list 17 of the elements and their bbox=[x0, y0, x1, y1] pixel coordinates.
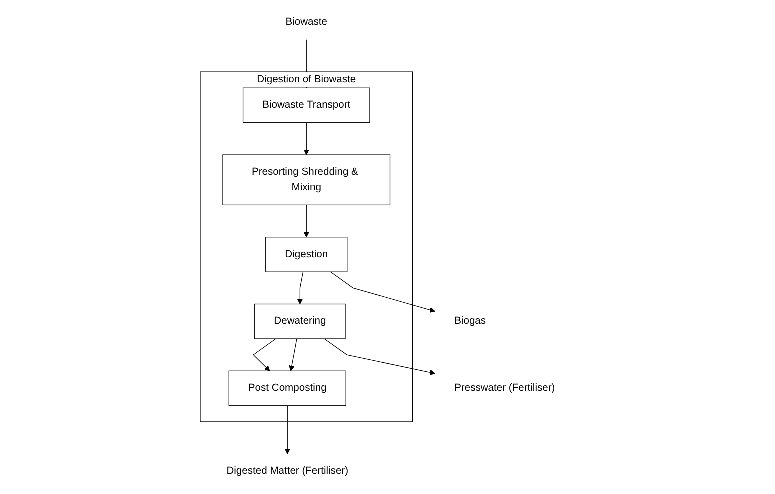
node-box: Dewatering bbox=[254, 304, 346, 340]
node-text: Presswater (Fertiliser) bbox=[454, 382, 556, 394]
arrow bbox=[297, 272, 304, 304]
node-box: Presorting Shredding & Mixing bbox=[222, 154, 391, 206]
node-text: Digested Matter (Fertiliser) bbox=[226, 466, 349, 477]
arrow bbox=[330, 272, 436, 313]
arrow bbox=[304, 204, 310, 238]
node-box: Biowaste Transport bbox=[242, 88, 370, 124]
node-text: Biowaste bbox=[286, 16, 328, 28]
node-box: Digestion bbox=[266, 237, 348, 272]
arrow bbox=[304, 122, 310, 156]
arrow bbox=[284, 406, 290, 454]
node-text: Biogas bbox=[454, 316, 486, 327]
node-box: Post Composting bbox=[228, 370, 346, 406]
arrow bbox=[324, 338, 436, 376]
arrow bbox=[289, 338, 298, 372]
arrow bbox=[253, 338, 276, 372]
